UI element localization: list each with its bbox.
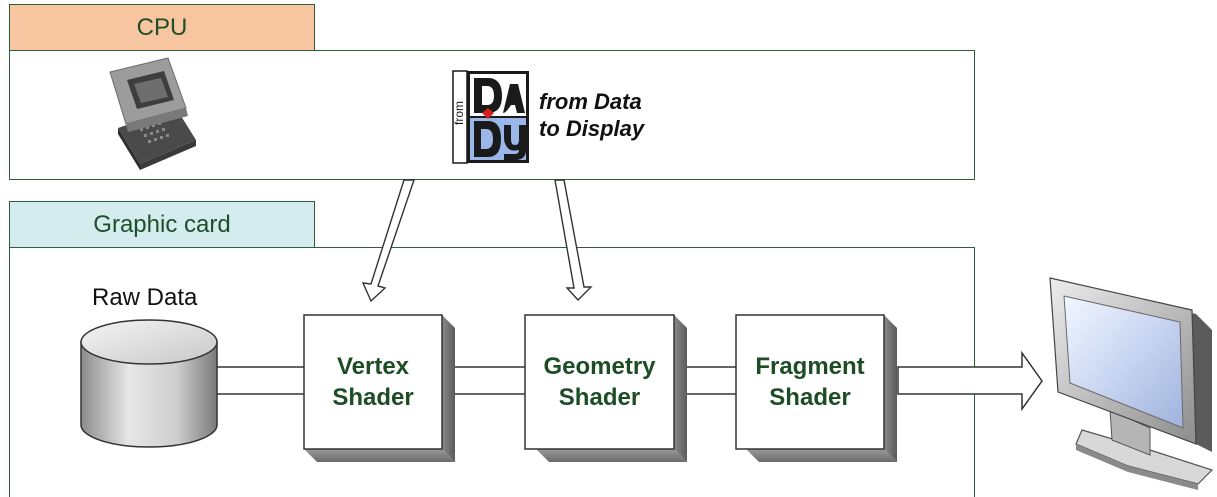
cpu-to-geometry-arrow bbox=[554, 179, 593, 302]
geometry-shader: Geometry Shader bbox=[525, 315, 674, 449]
geometry-shader-label: Geometry Shader bbox=[543, 353, 656, 411]
vertex-shader-box bbox=[303, 314, 455, 462]
cpu-to-vertex-arrow bbox=[361, 179, 415, 303]
logo-prefix: from bbox=[452, 101, 466, 125]
vertex-shader-label: Vertex Shader bbox=[332, 353, 414, 411]
cpu-tab: CPU bbox=[9, 4, 315, 50]
cpu-chip-icon bbox=[109, 57, 196, 170]
geometry-shader-box bbox=[524, 314, 687, 462]
fragment-shader: Fragment Shader bbox=[736, 315, 884, 449]
raw-data-database-icon bbox=[80, 319, 218, 448]
fragment-shader-box bbox=[735, 314, 897, 462]
dady-logo: from bbox=[452, 70, 529, 164]
gpu-tab: Graphic card bbox=[9, 201, 315, 247]
display-monitor-icon bbox=[1049, 277, 1214, 490]
fragment-shader-label: Fragment Shader bbox=[755, 353, 865, 411]
cpu-tab-label: CPU bbox=[136, 13, 188, 41]
output-arrow bbox=[897, 350, 1043, 412]
raw-data-label: Raw Data bbox=[92, 284, 198, 311]
gpu-tab-label: Graphic card bbox=[93, 210, 231, 238]
vertex-shader: Vertex Shader bbox=[304, 315, 442, 449]
logo-tagline: from Data to Display bbox=[539, 89, 645, 141]
pipeline-connectors bbox=[217, 366, 736, 395]
